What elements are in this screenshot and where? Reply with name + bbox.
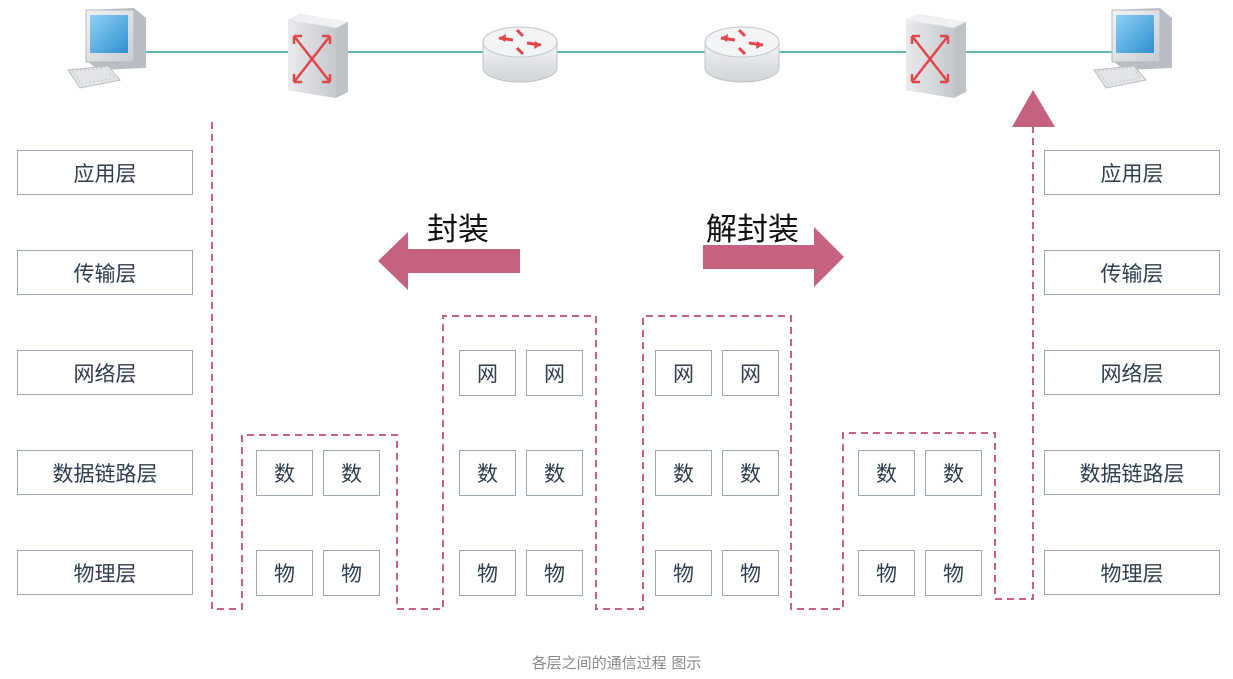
switch-right-datalink-cell: 数 [925, 450, 982, 496]
router-left-datalink-cell: 数 [459, 450, 516, 496]
switch-right-datalink-cell: 数 [858, 450, 915, 496]
router-icon [482, 26, 558, 83]
right-layer-datalink: 数据链路层 [1044, 450, 1220, 495]
decapsulate-label: 解封装 [706, 212, 799, 248]
switch-left-physical-cell: 物 [256, 550, 313, 596]
router-right-datalink-cell: 数 [722, 450, 779, 496]
figure-caption: 各层之间的通信过程 图示 [531, 654, 702, 672]
upward-arrowhead [1012, 90, 1055, 127]
router-left-datalink-cell: 数 [526, 450, 583, 496]
left-layer-network: 网络层 [17, 350, 193, 395]
switch-left-datalink-cell: 数 [256, 450, 313, 496]
router-left-physical-cell: 物 [459, 550, 516, 596]
data-flow-path [211, 122, 1034, 610]
decapsulate-arrow [703, 227, 844, 287]
router-icon [704, 26, 780, 83]
switch-icon [288, 14, 348, 98]
encapsulate-label: 封装 [427, 212, 489, 248]
router-right-physical-cell: 物 [722, 550, 779, 596]
switch-right-physical-cell: 物 [925, 550, 982, 596]
router-right-datalink-cell: 数 [655, 450, 712, 496]
left-layer-physical: 物理层 [17, 550, 193, 595]
router-right-network-cell: 网 [655, 350, 712, 396]
router-left-network-cell: 网 [526, 350, 583, 396]
right-layer-application: 应用层 [1044, 150, 1220, 195]
switch-icon [906, 14, 966, 98]
right-layer-network: 网络层 [1044, 350, 1220, 395]
encapsulate-arrow [378, 232, 520, 290]
switch-right-physical-cell: 物 [858, 550, 915, 596]
left-layer-transport: 传输层 [17, 250, 193, 295]
switch-left-physical-cell: 物 [323, 550, 380, 596]
router-right-network-cell: 网 [722, 350, 779, 396]
router-left-physical-cell: 物 [526, 550, 583, 596]
right-layer-transport: 传输层 [1044, 250, 1220, 295]
computer-icon [1093, 8, 1172, 89]
left-layer-datalink: 数据链路层 [17, 450, 193, 495]
computer-icon [67, 8, 146, 89]
left-layer-application: 应用层 [17, 150, 193, 195]
router-right-physical-cell: 物 [655, 550, 712, 596]
right-layer-physical: 物理层 [1044, 550, 1220, 595]
router-left-network-cell: 网 [459, 350, 516, 396]
switch-left-datalink-cell: 数 [323, 450, 380, 496]
